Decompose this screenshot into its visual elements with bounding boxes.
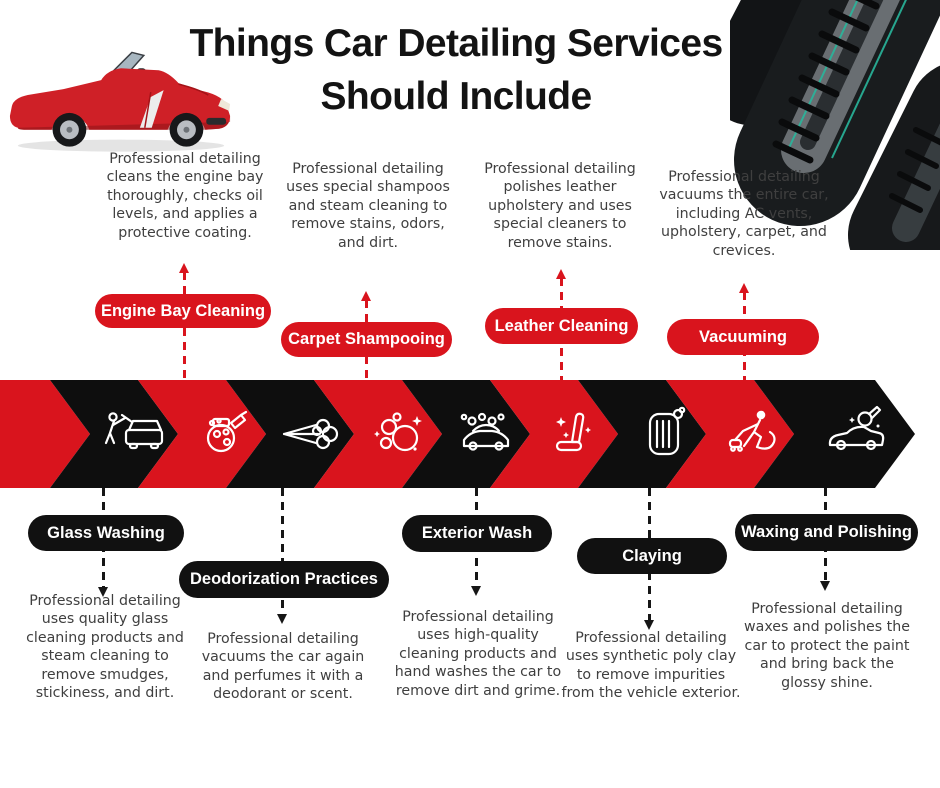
shampoo-bubbles-icon xyxy=(374,412,422,452)
label-exterior-wash: Exterior Wash xyxy=(402,515,552,552)
exterior-wash-icon xyxy=(460,412,510,451)
description-leather-cleaning: Professional detailing polishes leather … xyxy=(484,161,636,251)
label-waxing-and-polishing: Waxing and Polishing xyxy=(735,514,918,551)
label-leather-cleaning: Leather Cleaning xyxy=(485,308,638,344)
label-vacuuming: Vacuuming xyxy=(667,319,819,355)
label-glass-washing: Glass Washing xyxy=(28,515,184,551)
red-convertible-car-image xyxy=(9,51,231,152)
description-exterior-wash: Professional detailing uses high-quality… xyxy=(394,609,562,699)
description-claying: Professional detailing uses synthetic po… xyxy=(561,630,741,702)
label-deodorization-practices: Deodorization Practices xyxy=(179,561,389,598)
description-engine-bay-cleaning: Professional detailing cleans the engine… xyxy=(106,151,264,241)
description-glass-washing: Professional detailing uses quality glas… xyxy=(26,593,184,702)
description-waxing-and-polishing: Professional detailing waxes and polishe… xyxy=(744,601,910,691)
label-engine-bay-cleaning: Engine Bay Cleaning xyxy=(95,294,271,328)
leather-seat-icon xyxy=(555,412,591,452)
air-deodorizing-icon xyxy=(282,418,339,450)
description-deodorization-practices: Professional detailing vacuums the car a… xyxy=(201,631,365,703)
description-vacuuming: Professional detailing vacuums the entir… xyxy=(659,169,829,259)
page-title-line1: Things Car Detailing Services xyxy=(189,22,723,65)
chevron-arrow-band xyxy=(0,380,915,488)
page-title: Things Car Detailing Services Should Inc… xyxy=(150,18,762,123)
engine-icon xyxy=(206,410,248,453)
polishing-machine-icon xyxy=(828,405,885,451)
clay-mat-icon xyxy=(648,406,686,456)
vacuum-cleaner-icon xyxy=(728,410,776,452)
description-carpet-shampooing: Professional detailing uses special sham… xyxy=(286,161,450,251)
glass-washing-icon xyxy=(104,412,164,450)
connector-deodorization-practices xyxy=(277,488,287,624)
stacked-tires-image xyxy=(730,0,940,250)
label-claying: Claying xyxy=(577,538,727,574)
label-carpet-shampooing: Carpet Shampooing xyxy=(281,322,452,357)
page-title-line2: Should Include xyxy=(320,74,592,118)
